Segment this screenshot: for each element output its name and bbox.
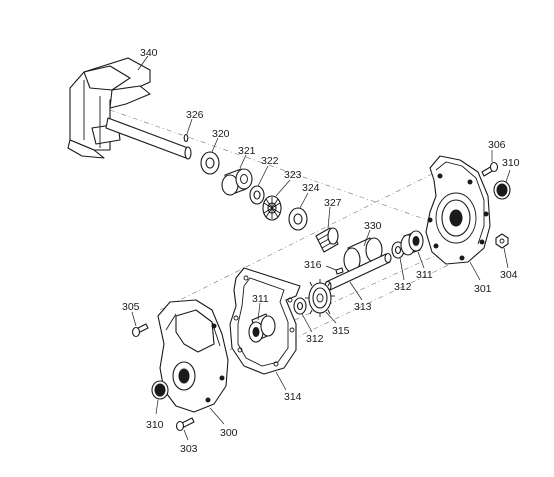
bushing-311-lower <box>248 313 276 343</box>
screw-306 <box>481 161 499 177</box>
bearing-sleeve-321 <box>221 168 253 196</box>
part-label-310-upper: 310 <box>502 157 520 169</box>
leader-lines <box>131 55 511 441</box>
part-label-314: 314 <box>284 391 302 403</box>
part-label-311-upper: 311 <box>416 269 433 281</box>
part-label-322: 322 <box>261 155 279 167</box>
part-label-312-upper: 312 <box>394 281 412 293</box>
washer-324 <box>288 207 308 231</box>
part-label-324: 324 <box>302 182 320 194</box>
part-label-305: 305 <box>122 301 140 313</box>
gear-case-half-301 <box>425 155 491 265</box>
cap-310-lower <box>151 380 169 400</box>
part-label-326: 326 <box>186 109 204 121</box>
part-number-labels: 340 326 320 321 322 323 324 327 330 316 … <box>122 47 520 455</box>
part-label-320: 320 <box>212 128 230 140</box>
gear-case-half-300 <box>157 299 229 413</box>
part-label-310-lower: 310 <box>146 419 164 431</box>
part-label-316: 316 <box>304 259 322 271</box>
spur-gear-315 <box>305 279 335 317</box>
part-label-330: 330 <box>364 220 382 232</box>
part-label-321: 321 <box>238 145 256 157</box>
cap-310-upper <box>493 180 511 200</box>
part-label-315: 315 <box>332 325 350 337</box>
part-label-304: 304 <box>500 269 518 281</box>
thrust-bearing-323 <box>262 195 282 221</box>
part-label-312-lower: 312 <box>306 333 324 345</box>
part-label-300: 300 <box>220 427 238 439</box>
worm-gear-327 <box>315 227 339 253</box>
pin-326 <box>183 133 189 143</box>
part-label-327: 327 <box>324 197 342 209</box>
part-label-340: 340 <box>140 47 158 59</box>
key-316 <box>335 267 344 275</box>
part-label-301: 301 <box>474 283 492 295</box>
auger-impeller-assembly-340 <box>67 57 192 160</box>
nut-304 <box>495 233 509 249</box>
part-label-306: 306 <box>488 139 506 151</box>
part-label-313: 313 <box>354 301 372 313</box>
part-label-323: 323 <box>284 169 302 181</box>
part-label-311-lower: 311 <box>252 293 269 305</box>
washer-312-lower <box>293 297 307 315</box>
assembly-axis-lines <box>109 109 486 376</box>
screw-305 <box>131 323 149 338</box>
screw-303 <box>175 417 195 432</box>
part-label-303: 303 <box>180 443 198 455</box>
bushing-311-upper <box>400 230 424 256</box>
washer-322 <box>249 185 265 205</box>
washer-320 <box>200 151 220 175</box>
